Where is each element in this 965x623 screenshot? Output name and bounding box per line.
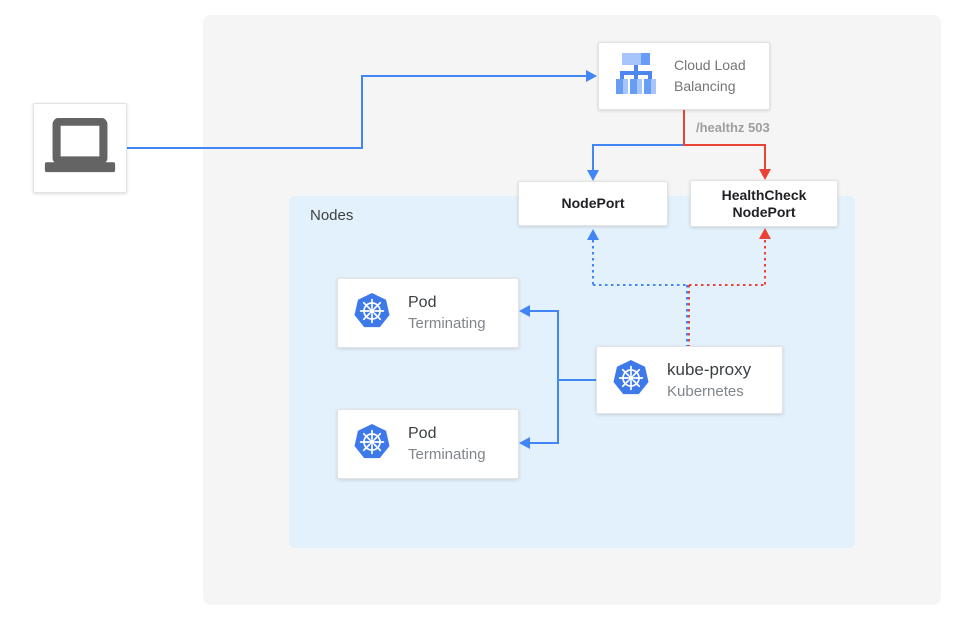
pod1-title: Pod <box>408 294 437 311</box>
arrowhead-into-healthcheck <box>759 169 771 180</box>
edge-kubeproxy-up-dotted-blue <box>686 285 688 346</box>
edge-client-to-clb-segment <box>127 147 362 149</box>
edge-split-to-healthcheck-segment <box>683 144 766 146</box>
laptop-icon <box>44 117 116 179</box>
arrowhead-into-pod2 <box>519 437 530 449</box>
kubernetes-icon <box>353 423 391 466</box>
healthz-503-label: /healthz 503 <box>696 120 770 135</box>
edge-split-to-nodeport-segment <box>592 144 685 146</box>
kube-proxy-title: kube-proxy <box>667 360 752 379</box>
kubernetes-icon <box>612 359 650 402</box>
arrowhead-into-nodeport <box>587 170 599 181</box>
arrowhead-dotted-into-healthcheck <box>759 228 771 239</box>
kube-proxy-subtitle: Kubernetes <box>667 383 744 400</box>
arrowhead-dotted-into-nodeport <box>587 229 599 240</box>
nodeport-label: NodePort <box>561 195 625 211</box>
cloud-load-balancing-icon <box>612 52 660 101</box>
cloud-load-balancing-label-line1: Cloud Load <box>674 57 746 73</box>
edge-split-to-healthcheck-segment <box>764 144 766 170</box>
pod2-title: Pod <box>408 425 437 442</box>
edge-kubeproxy-up-dotted-red <box>688 285 690 346</box>
pod2-node: Pod Terminating <box>337 409 519 479</box>
pod1-status: Terminating <box>408 315 486 332</box>
pod1-node: Pod Terminating <box>337 278 519 348</box>
healthcheck-nodeport-label-line2: NodePort <box>732 203 796 220</box>
kube-proxy-node: kube-proxy Kubernetes <box>596 346 783 414</box>
edge-dotted-to-healthcheck-segment <box>689 284 766 286</box>
edge-to-pod1-segment <box>530 310 559 312</box>
edge-kubeproxy-to-pods-segment <box>557 310 559 444</box>
kubernetes-icon <box>353 292 391 335</box>
edge-kubeproxy-to-pods-segment <box>557 379 596 381</box>
edge-split-to-nodeport-segment <box>592 144 594 171</box>
edge-client-to-clb-segment <box>361 75 363 149</box>
edge-dotted-to-nodeport-segment <box>592 240 594 285</box>
edge-dotted-to-healthcheck-segment <box>764 240 766 285</box>
edge-clb-healthz-segment <box>683 110 685 146</box>
nodeport-node: NodePort <box>518 181 668 226</box>
edge-client-to-clb-segment <box>361 75 588 77</box>
cloud-load-balancing-label-line2: Balancing <box>674 78 736 94</box>
arrowhead-into-clb <box>586 70 597 82</box>
healthcheck-nodeport-label-line1: HealthCheck <box>721 186 807 203</box>
client-node <box>33 103 127 193</box>
healthcheck-nodeport-node: HealthCheck NodePort <box>690 180 838 227</box>
arrowhead-into-pod1 <box>519 305 530 317</box>
cloud-load-balancing-node: Cloud Load Balancing <box>598 42 770 110</box>
edge-dotted-to-nodeport-segment <box>593 284 687 286</box>
pod2-status: Terminating <box>408 446 486 463</box>
edge-to-pod2-segment <box>530 442 559 444</box>
nodes-container-label: Nodes <box>310 207 354 224</box>
